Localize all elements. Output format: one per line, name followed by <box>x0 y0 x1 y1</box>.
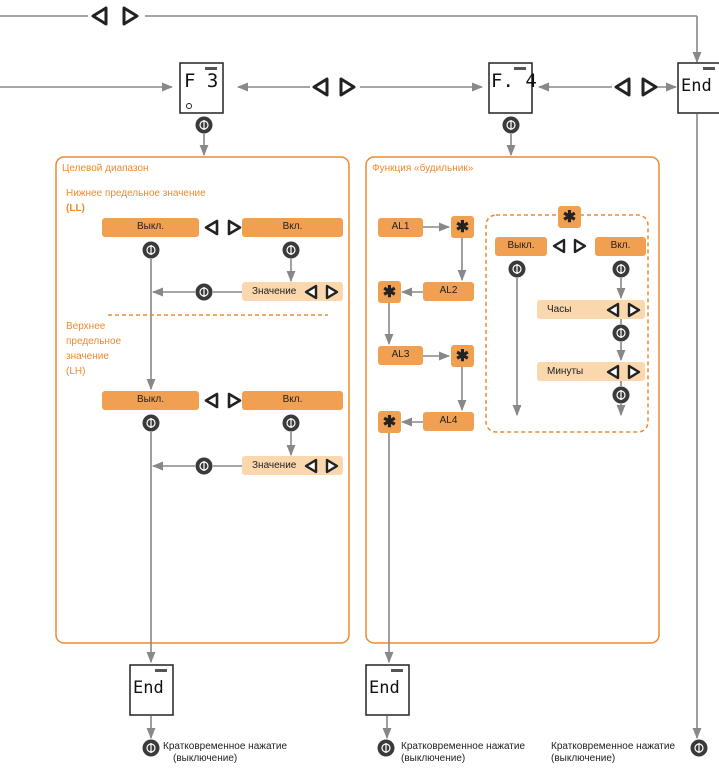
power-icon-bottom-right <box>690 739 708 757</box>
footer-middle-line1: Кратковременное нажатие <box>401 741 526 752</box>
star-icon-4: ✱ <box>382 414 397 431</box>
power-icon-ll-off <box>142 241 160 259</box>
target-range-panel <box>55 156 350 644</box>
lh-nav-arrows <box>204 392 242 409</box>
alarm-off-label: Выкл. <box>507 240 535 251</box>
target-range-title: Целевой диапазон <box>62 163 149 174</box>
star-box-settings <box>558 206 581 228</box>
star-box-1 <box>451 216 474 238</box>
ll-value-box <box>242 282 343 301</box>
lh-off-label: Выкл. <box>137 394 164 405</box>
upper-limit-line1: Верхнее <box>66 321 106 332</box>
hours-label: Часы <box>547 304 572 315</box>
power-icon-alarm-on <box>612 260 630 278</box>
al1-label: AL1 <box>391 221 410 232</box>
display-f3-text: F 3 <box>184 70 219 92</box>
power-icon-ll-on <box>282 241 300 259</box>
lh-value-label: Значение <box>252 460 297 471</box>
al3-box <box>378 346 423 365</box>
upper-limit-line2: предельное <box>66 336 122 347</box>
ll-off-box <box>102 218 199 237</box>
footer-left-line1: Кратковременное нажатие <box>163 741 288 752</box>
footer-left-line2: (выключение) <box>173 753 238 764</box>
footer-right-line1: Кратковременное нажатие <box>551 741 676 752</box>
alarm-title: Функция «будильник» <box>372 163 474 174</box>
alarm-off-box <box>495 237 547 256</box>
display-end-top <box>677 62 719 114</box>
al2-box <box>423 282 474 301</box>
lh-value-arrows <box>304 458 339 474</box>
al4-label: AL4 <box>439 415 458 426</box>
alarm-nav-arrows <box>552 238 587 254</box>
ll-nav-arrows <box>204 219 242 236</box>
display-f4 <box>488 62 533 114</box>
power-icon-lh-value <box>195 457 213 475</box>
footer-middle: Кратковременное нажатие (выключение) <box>401 741 525 765</box>
display-f4-text: F. 4 <box>491 70 537 92</box>
hours-arrows <box>606 302 641 318</box>
al3-label: AL3 <box>391 349 410 360</box>
ll-value-label: Значение <box>252 286 297 297</box>
power-icon-alarm-off <box>508 260 526 278</box>
star-box-4 <box>378 411 401 433</box>
display-end-top-text: End <box>681 76 712 96</box>
lower-limit-code: (LL) <box>66 203 85 214</box>
ll-off-label: Выкл. <box>137 221 164 232</box>
star-icon-2: ✱ <box>382 284 397 301</box>
display-f3 <box>179 62 224 114</box>
minutes-label: Минуты <box>547 366 584 377</box>
footer-middle-line2: (выключение) <box>401 753 466 764</box>
power-icon-bottom-middle <box>377 739 395 757</box>
al2-label: AL2 <box>439 285 458 296</box>
power-icon-hours <box>612 324 630 342</box>
display-end-right-text: End <box>369 678 400 698</box>
ll-value-arrows <box>304 284 339 300</box>
star-box-2 <box>378 281 401 303</box>
star-icon-settings: ✱ <box>562 209 577 226</box>
display-end-left-text: End <box>133 678 164 698</box>
minutes-arrows <box>606 364 641 380</box>
ll-on-label: Вкл. <box>282 221 303 232</box>
power-icon-f4 <box>502 116 520 134</box>
lh-on-box <box>242 391 343 410</box>
display-end-left <box>129 664 174 716</box>
lower-limit-title: Нижнее предельное значение <box>66 188 206 199</box>
alarm-panel <box>365 156 660 644</box>
power-icon-f3 <box>195 116 213 134</box>
star-icon-3: ✱ <box>455 348 470 365</box>
upper-limit-line3: значение <box>66 351 109 362</box>
power-icon-ll-value <box>195 283 213 301</box>
lh-on-label: Вкл. <box>282 394 303 405</box>
top-nav-arrows <box>91 6 139 26</box>
lh-value-box <box>242 456 343 475</box>
al1-box <box>378 218 423 237</box>
power-icon-bottom-left <box>142 739 160 757</box>
ll-on-box <box>242 218 343 237</box>
al4-box <box>423 412 474 431</box>
footer-right: Кратковременное нажатие (выключение) <box>551 741 675 765</box>
star-box-3 <box>451 345 474 367</box>
footer-right-line2: (выключение) <box>551 753 616 764</box>
display-end-right <box>365 664 410 716</box>
footer-left: Кратковременное нажатие (выключение) <box>163 741 287 765</box>
upper-limit-code: (LH) <box>66 366 86 377</box>
power-icon-lh-off <box>142 414 160 432</box>
alarm-on-label: Вкл. <box>610 240 631 251</box>
power-icon-minutes <box>612 386 630 404</box>
power-icon-lh-on <box>282 414 300 432</box>
lh-off-box <box>102 391 199 410</box>
row-nav-arrows-1 <box>312 77 356 97</box>
top-loop-line <box>0 15 702 64</box>
alarm-on-box <box>595 237 646 256</box>
star-icon-1: ✱ <box>455 219 470 236</box>
row-nav-arrows-2 <box>614 77 658 97</box>
